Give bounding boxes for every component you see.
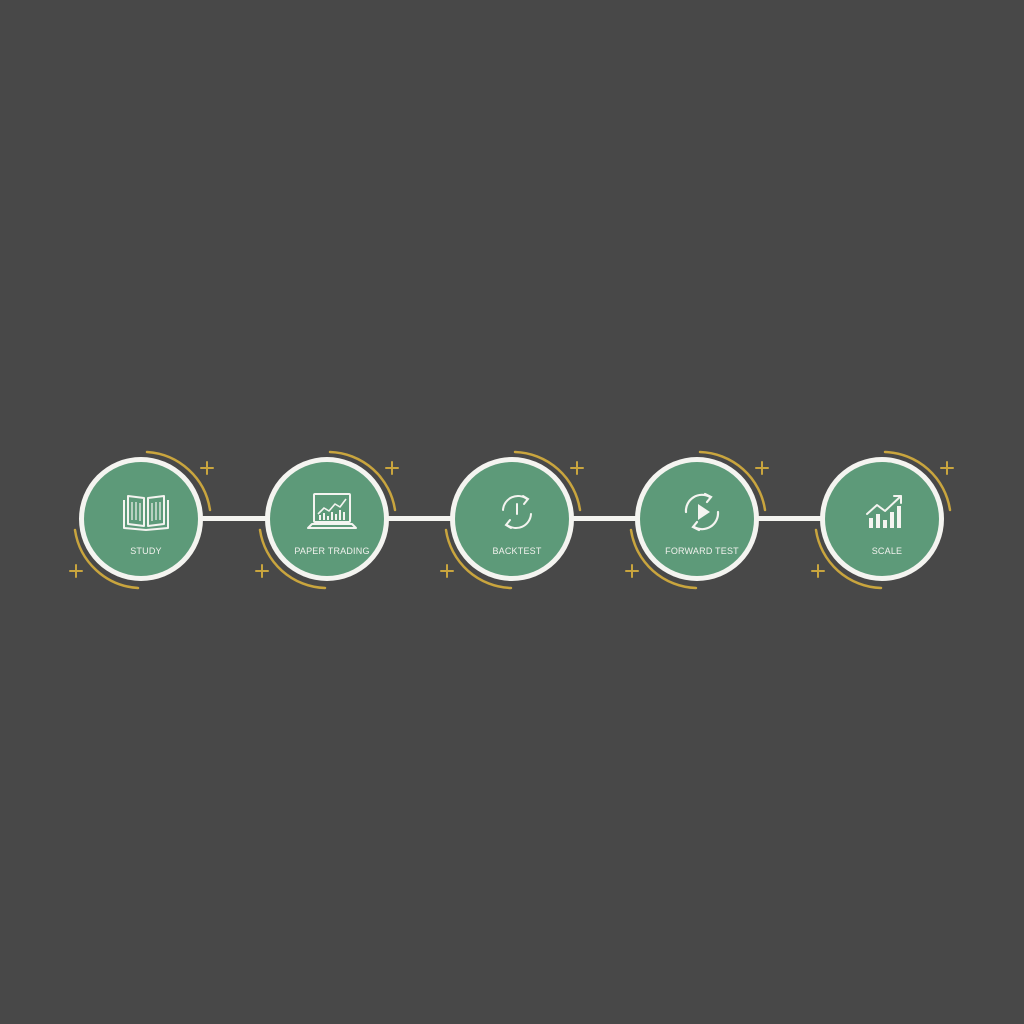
step-label: STUDY [130, 546, 162, 556]
connector-line [569, 516, 645, 521]
step-forward-test: FORWARD TEST [635, 457, 759, 581]
node-disc: SCALE [825, 462, 939, 576]
connector-line [384, 516, 460, 521]
connector-line [754, 516, 830, 521]
cycle-play-icon [684, 492, 720, 532]
step-label: FORWARD TEST [665, 546, 739, 556]
history-cycle-icon [502, 495, 532, 529]
node-disc: FORWARD TEST [640, 462, 754, 576]
laptop-chart-icon [307, 493, 357, 529]
step-paper-trading: PAPER TRADING [265, 457, 389, 581]
node-disc: STUDY [84, 462, 198, 576]
step-label: SCALE [871, 546, 903, 556]
node-disc: BACKTEST [455, 462, 569, 576]
node-disc: PAPER TRADING [270, 462, 384, 576]
open-book-icon [123, 495, 169, 531]
step-study: STUDY [79, 457, 203, 581]
growth-chart-icon [866, 495, 902, 528]
step-backtest: BACKTEST [450, 457, 574, 581]
connector-line [198, 516, 274, 521]
step-label: BACKTEST [492, 546, 542, 556]
step-scale: SCALE [820, 457, 944, 581]
step-label: PAPER TRADING [294, 546, 370, 556]
